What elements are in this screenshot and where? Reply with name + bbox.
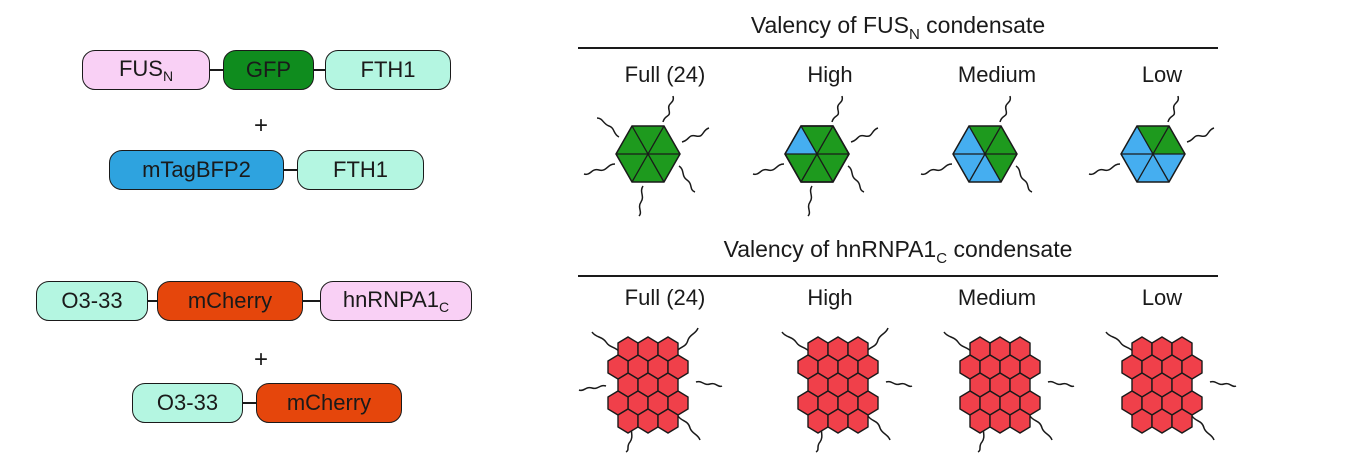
fth1-domain: FTH1 xyxy=(297,150,424,190)
valency-level-label: Low xyxy=(1141,285,1183,310)
linker xyxy=(314,69,325,71)
linker xyxy=(303,300,320,302)
fth1-label: FTH1 xyxy=(333,157,388,182)
linker xyxy=(210,69,223,71)
linker xyxy=(284,169,297,171)
valency-level-label: Full (24) xyxy=(624,62,706,87)
ferritin-particle-high-icon xyxy=(752,95,879,217)
valency-level-label: Medium xyxy=(957,285,1037,310)
linker xyxy=(243,402,256,404)
o3-33-particle-full-icon xyxy=(578,327,723,453)
plus-sign: + xyxy=(253,346,268,373)
valency-level-label: High xyxy=(807,62,853,87)
divider xyxy=(578,275,1218,277)
o3-33-label: O3-33 xyxy=(156,390,219,415)
linker xyxy=(148,300,157,302)
valency-level-label: Low xyxy=(1141,62,1183,87)
fus-n-label: FUSN xyxy=(118,56,174,84)
ferritin-particle-full-icon xyxy=(583,95,710,217)
fus-valency-title: Valency of FUSN condensate xyxy=(750,12,1046,43)
divider xyxy=(578,47,1218,49)
mtagbfp2-domain: mTagBFP2 xyxy=(109,150,284,190)
o3-33-particle-low-icon xyxy=(1105,331,1237,441)
o3-33-particle-high-icon xyxy=(781,327,913,453)
gfp-domain: GFP xyxy=(223,50,314,90)
o3-33-domain: O3-33 xyxy=(132,383,243,423)
ferritin-particle-low-icon xyxy=(1088,95,1215,183)
o3-33-domain: O3-33 xyxy=(36,281,148,321)
hnrnpa1-c-domain: hnRNPA1C xyxy=(320,281,472,321)
valency-level-label: Full (24) xyxy=(624,285,706,310)
fus-n-domain: FUSN xyxy=(82,50,210,90)
mcherry-domain: mCherry xyxy=(256,383,402,423)
fth1-label: FTH1 xyxy=(360,57,416,82)
plus-sign: + xyxy=(253,112,268,139)
mcherry-label: mCherry xyxy=(286,390,372,415)
hnrnpa1-c-label: hnRNPA1C xyxy=(342,287,450,315)
mcherry-label: mCherry xyxy=(187,288,273,313)
ferritin-particle-medium-icon xyxy=(920,95,1033,193)
o3-33-particle-medium-icon xyxy=(943,331,1075,453)
valency-level-label: High xyxy=(807,285,853,310)
valency-level-label: Medium xyxy=(957,62,1037,87)
o3-33-label: O3-33 xyxy=(61,288,123,313)
mcherry-domain: mCherry xyxy=(157,281,303,321)
mtagbfp2-label: mTagBFP2 xyxy=(142,157,251,182)
hnrnpa1-valency-title: Valency of hnRNPA1C condensate xyxy=(723,236,1073,267)
gfp-label: GFP xyxy=(245,57,292,82)
fth1-domain: FTH1 xyxy=(325,50,451,90)
